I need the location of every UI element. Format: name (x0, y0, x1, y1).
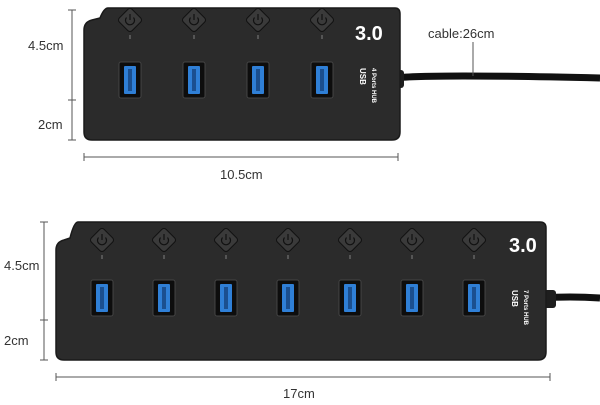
hub7-usb-port[interactable] (90, 279, 114, 317)
hub7-led (225, 255, 227, 259)
hub7-usb-port[interactable] (152, 279, 176, 317)
hub4-power-button[interactable] (245, 7, 270, 32)
power-icon (344, 234, 356, 246)
hub-7-usb-text: USB (510, 290, 519, 307)
hub4-led (321, 35, 323, 39)
hub4-led (257, 35, 259, 39)
hub4-power-button[interactable] (117, 7, 142, 32)
hub-4-cable (394, 72, 600, 82)
power-icon (468, 234, 480, 246)
hub4-power-button[interactable] (181, 7, 206, 32)
hub7-power-button[interactable] (461, 227, 486, 252)
hub-7-ports (90, 279, 486, 317)
hub7-power-button[interactable] (151, 227, 176, 252)
hub-7-port: 3.0 USB 7 Ports HUB (40, 221, 600, 381)
hub4-usb-port[interactable] (118, 61, 142, 99)
hub4-usb-port[interactable] (246, 61, 270, 99)
hub-7-length-label: 17cm (283, 386, 315, 401)
hub7-led (101, 255, 103, 259)
hub7-power-button[interactable] (89, 227, 114, 252)
hub7-usb-port[interactable] (462, 279, 486, 317)
hub-7-thickness-label: 2cm (4, 333, 29, 348)
hub-4-port: 3.0 USB 4 Ports HUB (68, 7, 600, 161)
hub7-usb-port[interactable] (338, 279, 362, 317)
hub7-usb-port[interactable] (400, 279, 424, 317)
hub4-led (129, 35, 131, 39)
hub-7-body (55, 221, 547, 361)
hub-4-ports (118, 61, 334, 99)
power-icon (96, 234, 108, 246)
hub-7-buttons (89, 227, 486, 259)
hub4-led (193, 35, 195, 39)
hub-4-cable-label: cable:26cm (428, 26, 495, 41)
hub7-power-button[interactable] (213, 227, 238, 252)
hub-4-buttons (117, 7, 334, 39)
hub7-led (163, 255, 165, 259)
hub-4-version: 3.0 (355, 23, 383, 45)
hub7-led (287, 255, 289, 259)
hub-4-length-label: 10.5cm (220, 167, 263, 182)
power-icon (124, 14, 136, 26)
hub-4-usb-text: USB (358, 68, 367, 85)
hub7-usb-port[interactable] (276, 279, 300, 317)
hub-4-thickness-label: 2cm (38, 117, 63, 132)
hub4-usb-port[interactable] (182, 61, 206, 99)
hub4-usb-port[interactable] (310, 61, 334, 99)
hub-4-ports-text: 4 Ports HUB (370, 68, 376, 104)
hub-4-body (83, 7, 401, 141)
hub7-power-button[interactable] (337, 227, 362, 252)
power-icon (282, 234, 294, 246)
hub4-power-button[interactable] (309, 7, 334, 32)
hub7-power-button[interactable] (275, 227, 300, 252)
hub-7-ports-text: 7 Ports HUB (522, 290, 528, 326)
hub7-power-button[interactable] (399, 227, 424, 252)
power-icon (188, 14, 200, 26)
power-icon (406, 234, 418, 246)
power-icon (252, 14, 264, 26)
hub7-led (473, 255, 475, 259)
hub7-led (411, 255, 413, 259)
hub7-usb-port[interactable] (214, 279, 238, 317)
hub7-led (349, 255, 351, 259)
hub-4-height-label: 4.5cm (28, 38, 64, 53)
power-icon (220, 234, 232, 246)
hub-7-version: 3.0 (509, 235, 537, 257)
power-icon (158, 234, 170, 246)
hub-7-height-label: 4.5cm (4, 258, 40, 273)
power-icon (316, 14, 328, 26)
